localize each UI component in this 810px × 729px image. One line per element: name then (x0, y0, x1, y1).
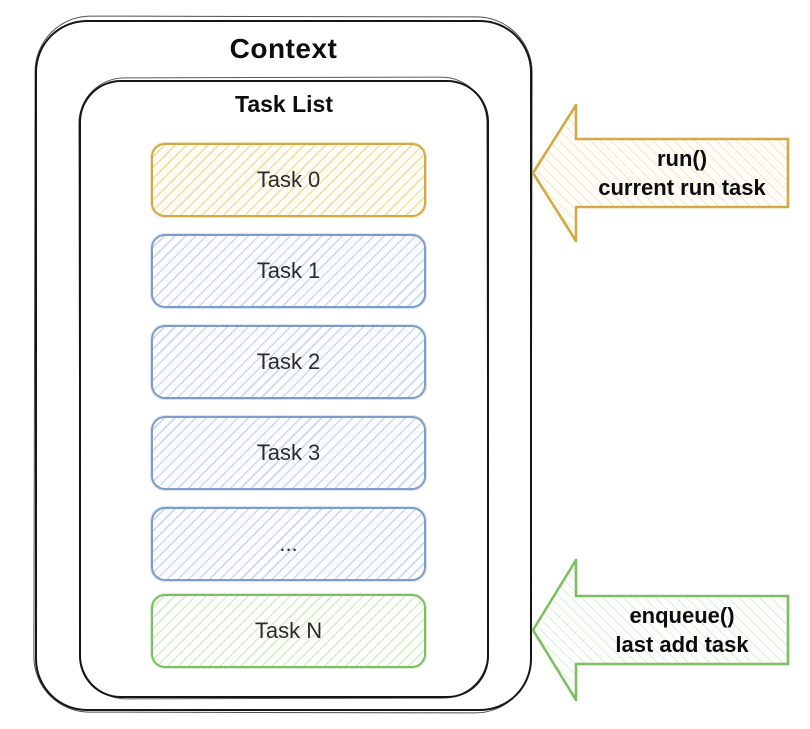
task-box-2: Task 2 (151, 325, 426, 399)
task-label: Task 1 (256, 258, 321, 283)
task-label: ... (279, 531, 298, 556)
task-box-n: Task N (151, 594, 426, 668)
context-title: Context (229, 33, 338, 64)
task-list-box: Task List Task 0 Task 1 Task 2 Task 3 ..… (79, 80, 489, 698)
run-arrow-line1: run() (656, 146, 708, 171)
context-box: Context Task List Task 0 Task 1 Task 2 T… (35, 20, 532, 711)
task-list-title: Task List (235, 91, 333, 117)
left-block-arrow-icon (531, 103, 790, 243)
task-box-ellipsis: ... (151, 507, 426, 581)
enqueue-arrow-label: enqueue() last add task (576, 557, 788, 703)
task-box-0: Task 0 (151, 143, 426, 217)
left-block-arrow-icon (531, 558, 790, 702)
task-label: Task N (254, 618, 323, 643)
enqueue-arrow-line1: enqueue() (629, 603, 735, 628)
task-label: Task 2 (256, 349, 321, 374)
run-arrow: run() current run task (530, 102, 792, 244)
task-label: Task 0 (256, 167, 321, 192)
run-arrow-label: run() current run task (576, 102, 788, 244)
enqueue-arrow-line2: last add task (615, 632, 749, 657)
task-box-3: Task 3 (151, 416, 426, 490)
enqueue-arrow: enqueue() last add task (530, 557, 792, 703)
task-box-1: Task 1 (151, 234, 426, 308)
task-label: Task 3 (256, 440, 321, 465)
run-arrow-line2: current run task (598, 175, 766, 200)
